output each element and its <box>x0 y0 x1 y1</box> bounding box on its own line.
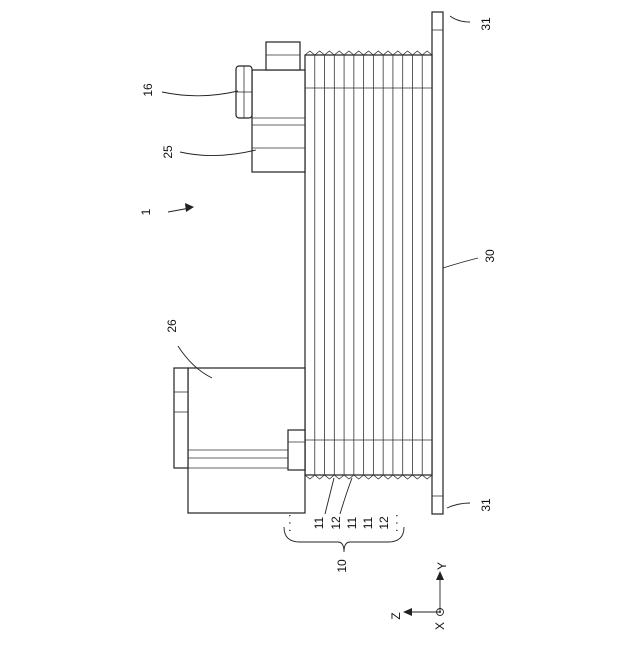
axis-x-label: X <box>433 622 447 630</box>
component-26-side <box>174 368 188 468</box>
label-30: 30 <box>483 249 497 263</box>
plate-stack <box>305 55 432 475</box>
leader-31-bottom <box>447 503 470 508</box>
axis-y-arrow <box>436 571 444 580</box>
label-11-b: 11 <box>345 516 359 529</box>
leader-16 <box>162 91 238 96</box>
brace-10 <box>284 527 404 552</box>
leader-30 <box>443 258 478 268</box>
component-26-collar <box>288 430 305 470</box>
component-25 <box>252 70 305 172</box>
axis-z-arrow <box>403 608 412 616</box>
label-16: 16 <box>141 83 155 97</box>
leader-31-top <box>450 16 470 22</box>
ref-1-arrowhead <box>185 203 194 212</box>
leader-12 <box>340 478 352 514</box>
label-25: 25 <box>161 145 175 159</box>
component-25-cap <box>266 42 300 70</box>
label-11-a: 11 <box>312 516 326 529</box>
label-11-c: 11 <box>361 516 375 529</box>
label-dots-b: · · · <box>389 514 403 533</box>
leader-25 <box>180 150 256 156</box>
label-31-top: 31 <box>479 17 493 31</box>
label-26: 26 <box>165 319 179 333</box>
leader-11 <box>325 478 334 514</box>
label-31-bottom: 31 <box>479 498 493 512</box>
label-dots-a: · · · <box>282 514 296 533</box>
axis-z-label: Z <box>389 612 403 619</box>
label-10: 10 <box>335 559 349 573</box>
base-plate <box>432 12 443 514</box>
label-12-a: 12 <box>329 516 343 530</box>
axis-y-label: Y <box>435 562 449 570</box>
label-1: 1 <box>139 208 153 215</box>
axis-x-dot <box>439 611 441 613</box>
